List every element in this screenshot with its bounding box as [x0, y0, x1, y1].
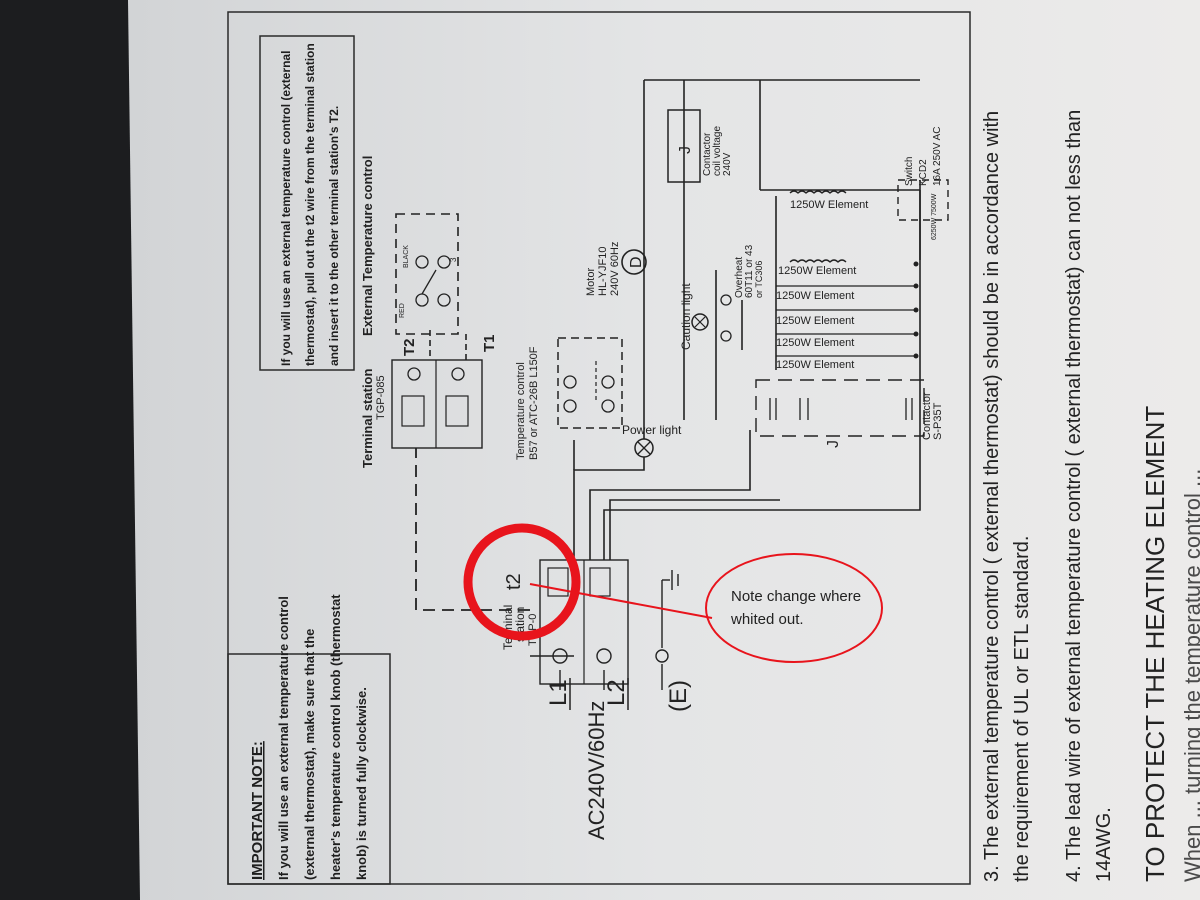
supply-label: AC240V/60Hz [584, 701, 609, 840]
motor-label-1: Motor [585, 268, 597, 296]
earth-label: (E) [665, 680, 692, 712]
switch-label-3: 16A 250V AC [932, 127, 943, 187]
contactor-label-1: Contactor [921, 392, 933, 440]
cut-off-line: When ... turning the temperature control… [1180, 469, 1200, 882]
heating-elements: 1250W Element 1250W Element 1250W Elemen… [776, 190, 919, 371]
temp-control-label-1: Temperature control [515, 362, 527, 460]
item-4-line-1: 4. The lead wire of external temperature… [1063, 110, 1085, 882]
item-3-line-2: the requirement of UL or ETL standard. [1011, 536, 1033, 882]
coil-letter: J [677, 146, 694, 154]
element-label-2: 1250W Element [778, 265, 856, 277]
red-wire-label: RED [399, 303, 406, 318]
item-4-text: 4. The lead wire of external temperature… [1063, 110, 1115, 882]
motor-letter: D [628, 256, 645, 268]
top-note-text: If you will use an external temperature … [279, 43, 341, 366]
contactor-box [755, 379, 925, 437]
important-note-line-2: (external thermostat), make sure that th… [302, 629, 317, 880]
callout-text-line-2: whited out. [730, 611, 804, 628]
important-note-line-4: knob) is turned fully clockwise. [354, 687, 369, 880]
element-label-6: 1250W Element [776, 359, 854, 371]
terminal-station-top-model: TGP-085 [375, 375, 387, 420]
element-label-3: 1250W Element [776, 290, 854, 302]
callout-line [529, 583, 713, 619]
earth-terminal [655, 649, 669, 663]
contactor-coil [667, 109, 701, 183]
temp-control-box [557, 337, 623, 429]
switch-label-2: KCD2 [918, 159, 929, 186]
top-note-line-3: and insert it to the other terminal stat… [327, 106, 341, 366]
top-note-box [259, 35, 355, 371]
top-terminal-station [391, 359, 483, 449]
motor-label-3: 240V 60Hz [609, 242, 621, 296]
caution-light-symbol [691, 313, 709, 331]
callout-ellipse [705, 553, 883, 663]
t2-label: T2 [401, 338, 418, 356]
contactor-label-2: S-P35T [932, 402, 944, 440]
black-wire-label: BLACK [403, 245, 410, 268]
wiring [573, 79, 921, 560]
pin-3-label: 3 [449, 257, 458, 262]
important-note-text: IMPORTANT NOTE: If you will use an exter… [249, 594, 369, 880]
diagram-frame [227, 11, 971, 885]
external-temp-control-label: External Temperature control [360, 156, 375, 336]
overheat-label-2: 60T11 or 43 [744, 244, 755, 298]
t2-small-label: t2 [503, 573, 525, 590]
callout-text-line-1: Note change where [731, 588, 861, 605]
external-temp-control-box [395, 213, 459, 335]
power-light-label: Power light [622, 423, 682, 437]
contactor-coil-label-1: Contactor [702, 132, 713, 176]
item-4-line-2: 14AWG. [1093, 807, 1115, 882]
contactor-coil-label-2: coil voltage [712, 126, 723, 176]
highlight-circle [463, 523, 581, 641]
element-label-1: 1250W Element [790, 199, 868, 211]
item-3-line-1: 3. The external temperature control ( ex… [981, 111, 1003, 882]
switch-box [897, 179, 949, 221]
switch-ratings: 6250W 7500W [931, 193, 938, 240]
top-note-line-2: thermostat), pull out the t2 wire from t… [303, 43, 317, 366]
overheat-label-3: or TC306 [754, 261, 764, 298]
terminal-station-top-label: Terminal station [360, 368, 375, 468]
contactor-letter: J [825, 440, 842, 448]
motor-symbol [621, 249, 647, 275]
top-note-line-1: If you will use an external temperature … [279, 51, 293, 366]
contactor-coil-label-3: 240V [722, 152, 733, 176]
element-label-4: 1250W Element [776, 315, 854, 327]
motor-label-2: HL-YJF10 [597, 246, 609, 296]
temp-control-label-2: B57 or ATC-26B L150F [528, 346, 540, 460]
diagram-content: IMPORTANT NOTE: If you will use an exter… [227, 35, 949, 885]
important-note-line-1: If you will use an external temperature … [276, 596, 291, 880]
t1-label: T1 [481, 334, 498, 352]
important-note-heading: IMPORTANT NOTE: [249, 741, 266, 880]
switch-label-1: Switch [904, 157, 915, 186]
important-note-box [227, 653, 391, 885]
section-heading: TO PROTECT THE HEATING ELEMENT [1140, 406, 1170, 882]
important-note-line-3: heater's temperature control knob (therm… [328, 594, 343, 880]
caution-light-label: Caution light [679, 283, 693, 350]
element-label-5: 1250W Element [776, 337, 854, 349]
item-3-text: 3. The external temperature control ( ex… [981, 111, 1033, 882]
overheat-label-1: Overheat [734, 257, 745, 298]
